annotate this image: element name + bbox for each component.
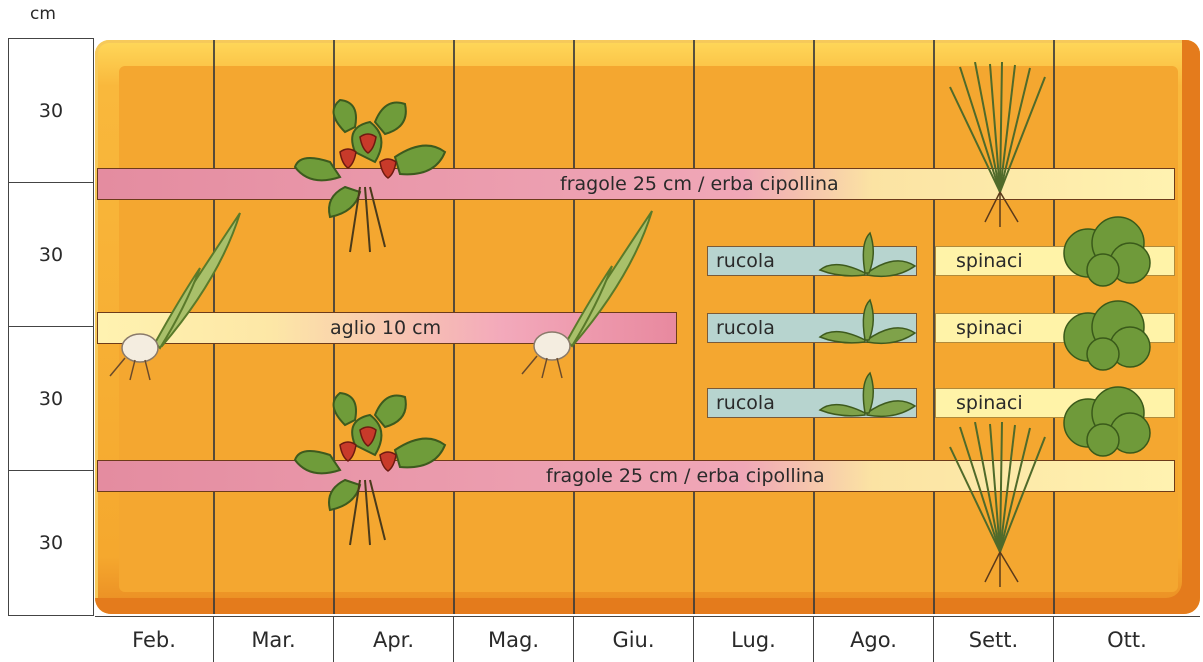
month-apr: Apr. [333,617,453,662]
row-spacing-4: 30 [9,471,93,615]
month-ott: Ott. [1053,617,1200,662]
month-lug: Lug. [693,617,813,662]
month-mar: Mar. [213,617,333,662]
spinach-plant-icon [1058,378,1158,458]
row-spacing-axis: 30 30 30 30 [8,38,94,616]
strawberry-plant-icon [285,385,455,555]
band-spinaci-label: spinaci [956,250,1023,272]
row-spacing-2: 30 [9,183,93,327]
arugula-plant-icon [815,228,920,283]
garlic-plant-icon [100,208,250,383]
unit-label: cm [30,4,56,24]
month-axis: Feb. Mar. Apr. Mag. Giu. Lug. Ago. Sett.… [95,616,1200,662]
month-ago: Ago. [813,617,933,662]
month-feb: Feb. [95,617,213,662]
spinach-plant-icon [1058,292,1158,372]
band-fragole-top-label: fragole 25 cm / erba cipollina [560,173,839,195]
band-rucola-label: rucola [716,392,775,414]
arugula-plant-icon [815,295,920,350]
spinach-plant-icon [1058,208,1158,288]
row-spacing-3: 30 [9,327,93,471]
band-rucola-label: rucola [716,250,775,272]
band-fragole-bottom-label: fragole 25 cm / erba cipollina [546,465,825,487]
month-sett: Sett. [933,617,1053,662]
month-divider [693,40,695,614]
garlic-plant-icon [512,206,662,381]
chives-plant-icon [940,62,1060,232]
arugula-plant-icon [815,368,920,423]
month-mag: Mag. [453,617,573,662]
month-giu: Giu. [573,617,693,662]
band-aglio-label: aglio 10 cm [330,317,441,339]
band-spinaci-label: spinaci [956,392,1023,414]
row-spacing-1: 30 [9,39,93,183]
chives-plant-icon [940,422,1060,592]
band-rucola-label: rucola [716,317,775,339]
strawberry-plant-icon [285,92,455,262]
band-spinaci-label: spinaci [956,317,1023,339]
